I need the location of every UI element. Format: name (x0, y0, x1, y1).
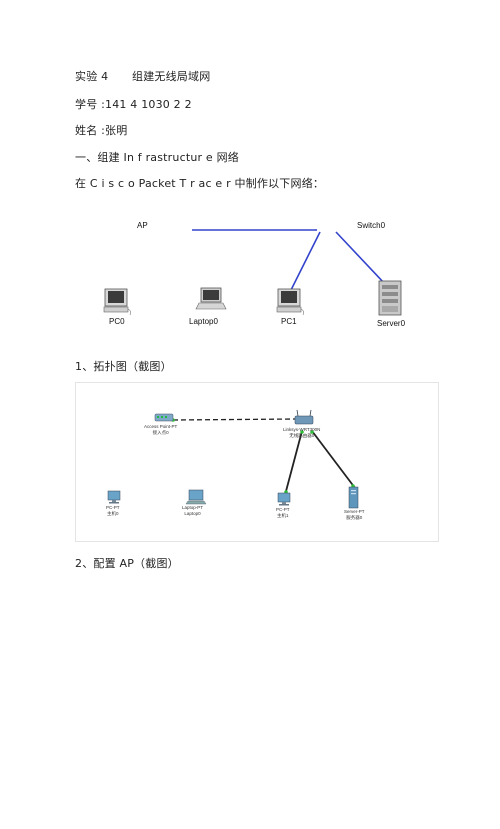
link-status-dot (300, 430, 304, 434)
pc-left-label: PC-PT 主机0 (106, 505, 120, 516)
pc-left-icon (107, 490, 121, 504)
laptop-label: Laptop-PT Laptop0 (182, 505, 203, 516)
student-id: 学号 :141 4 1030 2 2 (75, 98, 192, 111)
laptop-icon (185, 489, 207, 505)
pc-right-model: PC-PT (276, 507, 290, 512)
pc0-label: PC0 (109, 317, 125, 326)
pc-right-name: 主机1 (276, 512, 289, 518)
laptop-model: Laptop-PT (182, 505, 204, 510)
student-name: 姓名 :张明 (75, 124, 128, 137)
access-point-icon (154, 413, 174, 422)
switch-label: Switch0 (357, 221, 386, 230)
access-point-label: Access Point-PT 接入点0 (144, 424, 177, 435)
link-router-pc1 (284, 430, 303, 496)
router-label: Linksys-WRT300N 无线路由器0 (283, 427, 320, 438)
section-heading: 一、组建 In f rastructur e 网络 (75, 151, 239, 164)
router-name: 无线路由器0 (289, 432, 315, 438)
router-model: Linksys-WRT300N (283, 427, 321, 432)
step1-heading: 1、拓扑图（截图） (75, 360, 172, 373)
link-switch-pc1 (290, 231, 321, 291)
step2-heading: 2、配置 AP（截图） (75, 557, 179, 570)
server-label: Server-PT 服务器0 (344, 509, 365, 520)
pc1-computer-icon (276, 288, 304, 316)
instruction-text: 在 C i s c o Packet T r ac e r 中制作以下网络： (75, 177, 325, 190)
experiment-title: 实验 4 组建无线局域网 (75, 68, 210, 84)
wireless-router-icon (294, 409, 314, 425)
server-name: 服务器0 (346, 514, 363, 520)
link-router-server (311, 430, 356, 489)
experiment-name: 组建无线局域网 (132, 70, 211, 83)
server0-label: Server0 (377, 319, 406, 328)
pc-right-label: PC-PT 主机1 (276, 507, 290, 518)
pc-left-model: PC-PT (106, 505, 120, 510)
topology-screenshot: Access Point-PT 接入点0 Linksys-WRT300N 无线路… (75, 382, 439, 542)
pc-left-name: 主机0 (106, 510, 119, 516)
access-point-model: Access Point-PT (144, 424, 178, 429)
server-model: Server-PT (344, 509, 365, 514)
link-switch-server (335, 231, 386, 285)
experiment-number: 实验 4 (75, 70, 109, 83)
access-point-name: 接入点0 (152, 429, 169, 435)
wireless-link-ap-router (172, 418, 298, 421)
ap-label: AP (137, 221, 148, 230)
server-icon (348, 486, 359, 509)
laptop0-label: Laptop0 (189, 317, 218, 326)
network-diagram: AP Switch0 PC0 Laptop0 PC1 Server0 (75, 212, 427, 337)
laptop0-icon (195, 287, 227, 310)
pc0-computer-icon (103, 288, 131, 316)
pc1-label: PC1 (281, 317, 297, 326)
pc-right-icon (277, 492, 291, 506)
link-status-dot (310, 430, 314, 434)
server0-icon (378, 280, 402, 316)
topology-links (107, 409, 359, 509)
diagram-links (103, 229, 402, 316)
laptop-name: Laptop0 (184, 510, 201, 516)
